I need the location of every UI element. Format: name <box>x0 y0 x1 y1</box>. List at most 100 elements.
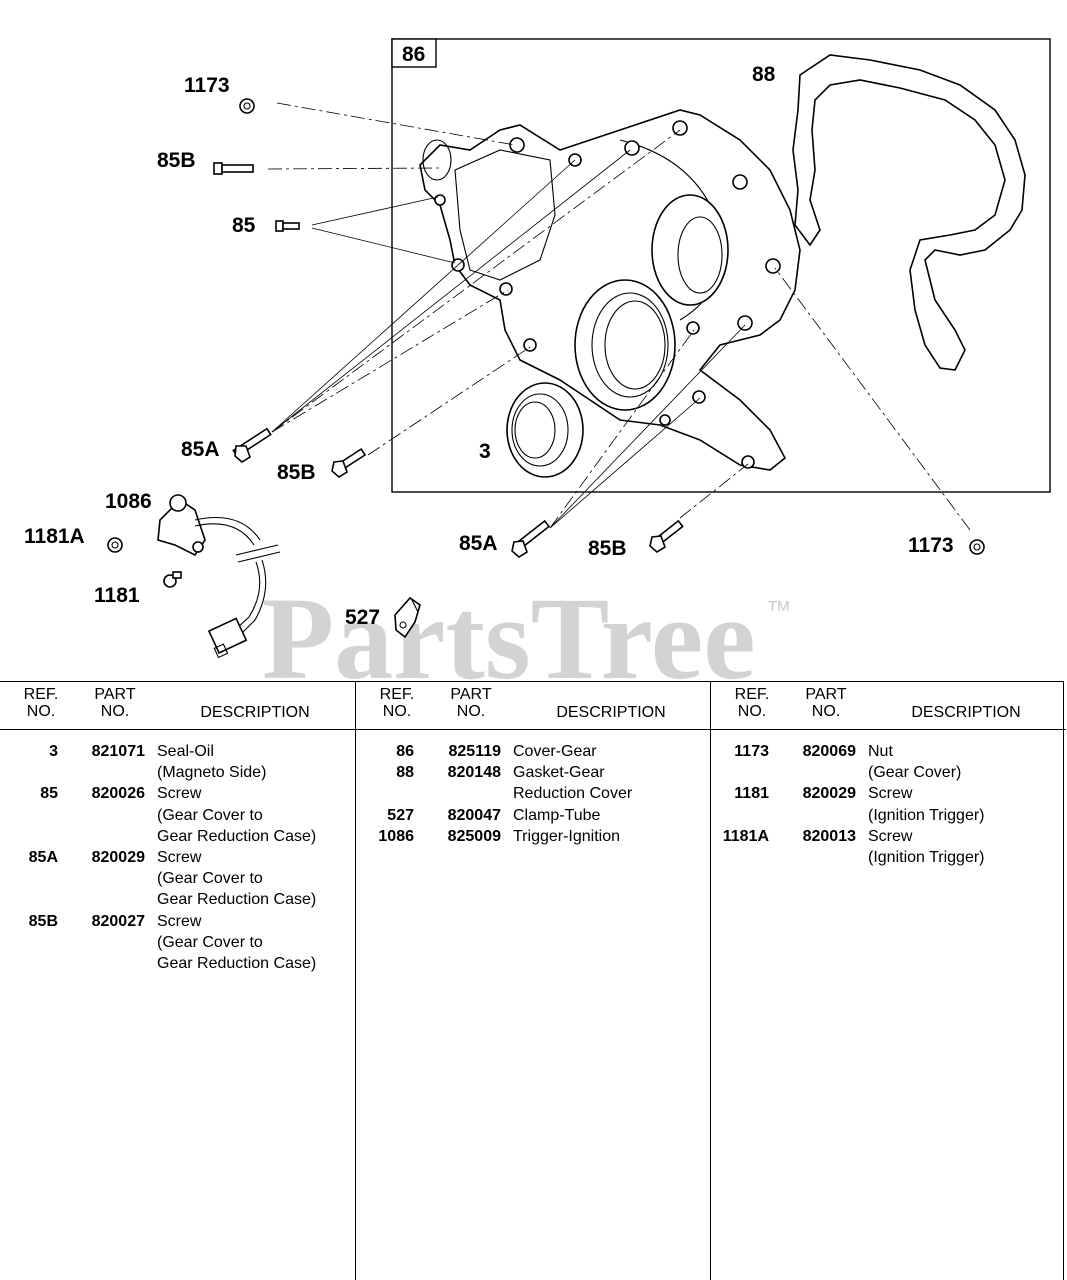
callout-85B-mid: 85B <box>277 461 316 484</box>
description-line: (Gear Cover to <box>157 933 263 951</box>
ref-number: 88 <box>396 764 414 782</box>
header-description: DESCRIPTION <box>200 704 310 721</box>
part-number: 820029 <box>802 785 856 803</box>
ref-number: 85A <box>28 849 58 867</box>
nut-part-right <box>969 539 985 555</box>
description-line: Cover-Gear <box>513 743 597 760</box>
description-line: Screw <box>157 849 202 867</box>
part-number: 820069 <box>802 743 856 760</box>
callout-527: 527 <box>345 606 380 629</box>
frame-label: 86 <box>402 43 425 66</box>
part-description: Clamp-Tube <box>501 805 600 826</box>
header-description: DESCRIPTION <box>911 704 1021 721</box>
callout-85B-bottom: 85B <box>588 537 627 560</box>
part-description: Screw (Gear Cover to Gear Reduction Case) <box>145 847 316 911</box>
header-ref-no: REF.NO. <box>23 686 59 720</box>
description-line: Gear Reduction Case) <box>157 955 317 973</box>
description-line: Screw <box>868 785 913 803</box>
leader-lines <box>267 102 971 531</box>
screw-part-85 <box>275 220 300 232</box>
description-line: Clamp-Tube <box>513 806 601 824</box>
gasket-part <box>792 54 1026 371</box>
description-line: Gasket-Gear <box>513 764 605 782</box>
part-description: Screw (Gear Cover to Gear Reduction Case) <box>145 911 316 975</box>
description-line: Reduction Cover <box>513 785 633 803</box>
part-number: 820029 <box>91 849 145 867</box>
description-line: Gear Reduction Case) <box>157 891 317 909</box>
part-number: 825119 <box>448 743 501 760</box>
callout-1086: 1086 <box>105 490 152 513</box>
description-line: (Magneto Side) <box>157 764 267 782</box>
screw-part-85B-bottom <box>649 519 684 553</box>
part-number: 820013 <box>802 827 856 845</box>
header-description: DESCRIPTION <box>556 704 666 721</box>
watermark-text: PartsTree <box>262 573 756 680</box>
table-row: 85B 820027 Screw (Gear Cover to Gear Reducti… <box>0 911 355 975</box>
description-line: Screw <box>157 785 202 803</box>
ref-number: 1086 <box>378 827 414 845</box>
gear-cover-frame <box>391 38 1051 493</box>
part-description: Cover-Gear <box>501 741 597 762</box>
callout-1173-right: 1173 <box>908 534 954 557</box>
part-number: 820026 <box>91 785 145 803</box>
part-description: Seal-Oil (Magneto Side) <box>145 741 266 783</box>
callout-85B-top: 85B <box>157 149 196 172</box>
screw-part-85B-top <box>213 162 254 175</box>
description-line: (Gear Cover to <box>157 806 263 824</box>
description-line: Nut <box>868 743 893 760</box>
callout-85A-bottom: 85A <box>459 532 498 555</box>
screw-part-85B-mid <box>331 447 367 478</box>
table-row: 3 821071 Seal-Oil (Magneto Side) <box>0 741 355 783</box>
screw-part-1181A <box>107 537 123 553</box>
part-number: 820148 <box>447 764 501 782</box>
screw-part-85A-bottom <box>511 519 551 558</box>
callout-3: 3 <box>479 440 491 463</box>
ref-number: 85B <box>28 912 58 930</box>
header-ref-no: REF.NO. <box>734 686 770 720</box>
callout-85: 85 <box>232 214 256 237</box>
callout-88: 88 <box>752 63 776 86</box>
ref-number: 1173 <box>734 743 769 760</box>
description-line: Gear Reduction Case) <box>157 827 317 845</box>
callout-1181A: 1181A <box>24 525 85 548</box>
screw-part-85A-left <box>232 427 272 463</box>
oil-seal-part <box>506 382 584 478</box>
part-description: Screw (Ignition Trigger) <box>856 826 985 868</box>
description-line: (Ignition Trigger) <box>868 849 985 867</box>
description-line: Seal-Oil <box>157 743 214 760</box>
trademark-mark: TM <box>768 598 790 615</box>
callout-1181: 1181 <box>94 584 140 607</box>
ignition-trigger-part <box>157 494 281 659</box>
part-description: Screw(Ignition Trigger) <box>856 783 985 825</box>
screw-part-1181 <box>163 571 182 588</box>
description-line: Screw <box>868 827 913 845</box>
gear-cover-part <box>419 109 801 471</box>
header-ref-no: REF.NO. <box>379 686 415 720</box>
callout-85A-left: 85A <box>181 438 220 461</box>
ref-number: 1181 <box>734 785 769 803</box>
part-number: 821071 <box>91 743 145 760</box>
ref-number: 3 <box>49 743 58 760</box>
part-number: 820027 <box>91 912 145 930</box>
description-line: Screw <box>157 912 202 930</box>
description-line: (Gear Cover to <box>157 870 263 888</box>
ref-number: 527 <box>387 806 414 824</box>
